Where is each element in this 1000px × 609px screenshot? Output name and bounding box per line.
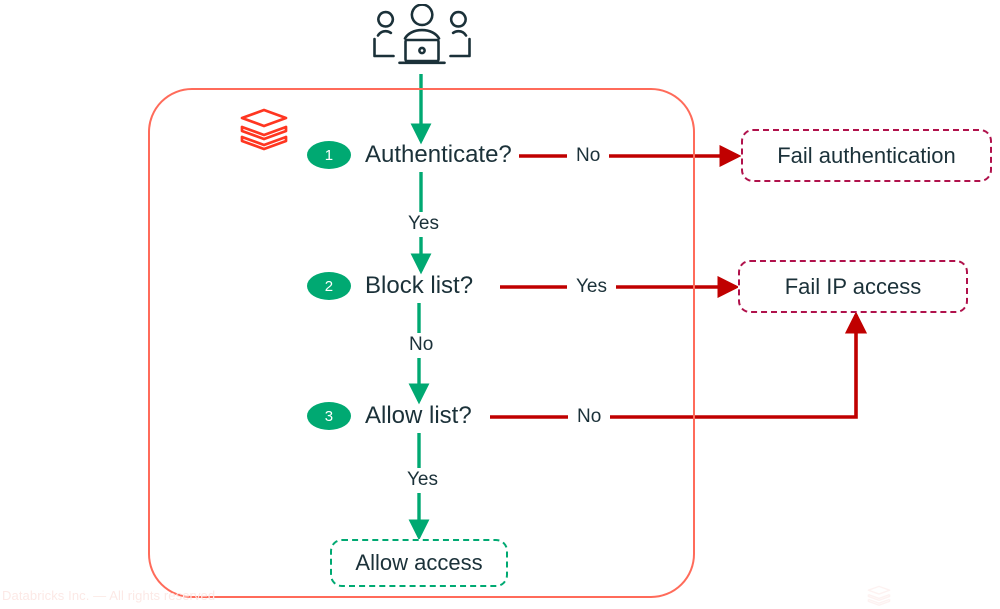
databricks-layers-icon (237, 106, 291, 154)
terminal-fail-authentication: Fail authentication (741, 129, 992, 182)
branch-label-blocklist-yes: Yes (567, 275, 616, 300)
decision-authenticate: 1 Authenticate? (307, 141, 512, 169)
decision-label-block-list: Block list? (365, 272, 474, 299)
watermark-databricks-layers-icon (866, 584, 892, 608)
decision-allow-list: 3 Allow list? (307, 402, 472, 430)
branch-label-allowlist-yes: Yes (398, 468, 447, 493)
terminal-fail-ip-access: Fail IP access (738, 260, 968, 313)
branch-label-blocklist-no: No (400, 333, 443, 358)
users-group-laptop-icon (361, 3, 483, 70)
step-badge-3: 3 (307, 402, 351, 430)
step-badge-1: 1 (307, 141, 351, 169)
decision-block-list: 2 Block list? (307, 272, 473, 300)
branch-label-authenticate-no: No (567, 144, 610, 169)
decision-label-authenticate: Authenticate? (365, 141, 512, 168)
workspace-boundary (148, 88, 695, 598)
terminal-allow-access: Allow access (330, 539, 508, 587)
branch-label-authenticate-yes: Yes (399, 212, 448, 237)
branch-label-allowlist-no: No (568, 405, 611, 430)
watermark-copyright: Databricks Inc. — All rights reserved (2, 588, 216, 603)
step-badge-2: 2 (307, 272, 351, 300)
decision-label-allow-list: Allow list? (365, 402, 472, 429)
